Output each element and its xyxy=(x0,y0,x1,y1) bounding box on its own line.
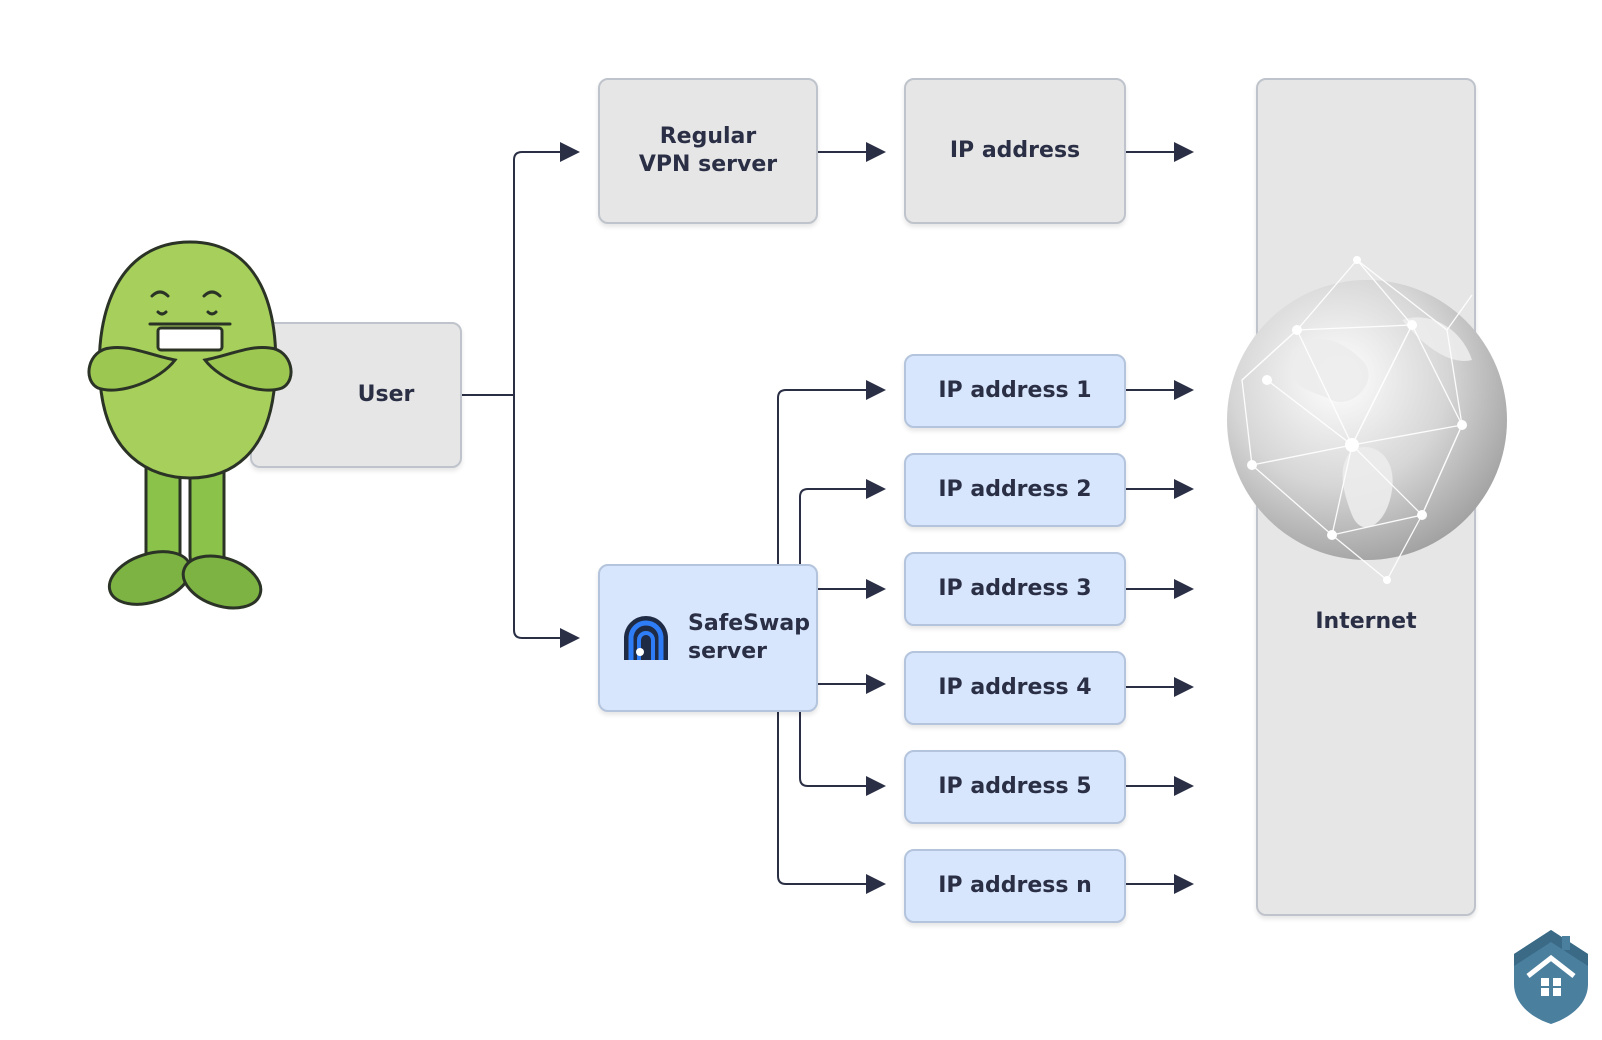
ip-address-3-box: IP address 3 xyxy=(904,552,1126,626)
green-mascot-icon xyxy=(87,240,293,610)
safeswap-line-1: SafeSwap xyxy=(688,611,810,636)
regular-vpn-line-1: Regular xyxy=(659,124,757,149)
safeswap-server-box: SafeSwap server xyxy=(598,564,818,712)
ip-address-1-label: IP address 1 xyxy=(938,378,1092,403)
ip-address-5-label: IP address 5 xyxy=(938,774,1092,799)
regular-vpn-line-2: VPN server xyxy=(638,152,778,177)
ip-address-2-label: IP address 2 xyxy=(938,477,1092,502)
ip-address-label: IP address xyxy=(949,138,1081,163)
regular-vpn-server-box: Regular VPN server xyxy=(598,78,818,224)
connector-safeswap-ip2 xyxy=(799,479,886,566)
ip-address-1-box: IP address 1 xyxy=(904,354,1126,428)
connector-to-regular-vpn xyxy=(513,142,580,395)
safeswap-line-2: server xyxy=(688,639,767,664)
internet-label: Internet xyxy=(1315,609,1417,634)
ip-address-n-box: IP address n xyxy=(904,849,1126,923)
connector-safeswap-ipn xyxy=(777,712,886,894)
ip-address-3-label: IP address 3 xyxy=(938,576,1092,601)
connector-safeswap-ip1 xyxy=(777,380,886,566)
ip-address-5-box: IP address 5 xyxy=(904,750,1126,824)
ip-address-n-label: IP address n xyxy=(938,873,1092,898)
connector-safeswap-ip5 xyxy=(799,712,886,796)
ip-address-4-box: IP address 4 xyxy=(904,651,1126,725)
globe-network-icon xyxy=(1227,256,1507,584)
house-shield-logo-icon xyxy=(1514,930,1588,1024)
safeswap-logo-icon xyxy=(624,616,668,660)
ip-address-box: IP address xyxy=(904,78,1126,224)
ip-address-4-label: IP address 4 xyxy=(938,675,1092,700)
ip-address-2-box: IP address 2 xyxy=(904,453,1126,527)
connector-to-safeswap xyxy=(513,395,580,648)
user-label: User xyxy=(357,382,415,407)
